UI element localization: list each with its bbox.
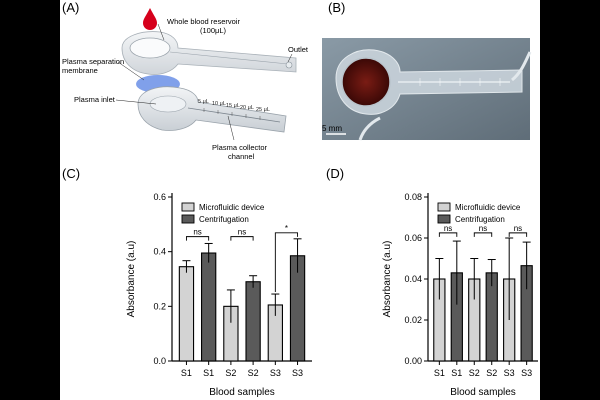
y-axis-title: Absorbance (a.u) xyxy=(382,241,393,318)
y-tick-label: 0.00 xyxy=(404,356,422,366)
x-axis-title: Blood samples xyxy=(450,387,516,398)
significance-bracket xyxy=(185,236,210,241)
bar xyxy=(178,266,195,362)
y-tick-label: 0.02 xyxy=(404,315,422,325)
y-tick-label: 0.06 xyxy=(404,233,422,243)
x-axis-title: Blood samples xyxy=(209,387,275,398)
volume-mark-10: 10 μL xyxy=(212,101,226,107)
y-tick-label: 0.2 xyxy=(153,301,166,311)
bar xyxy=(245,281,261,362)
volume-mark-20: 20 μL xyxy=(240,105,254,111)
legend-swatch xyxy=(181,214,195,224)
legend-label: Centrifugation xyxy=(199,215,249,224)
legend-label: Centrifugation xyxy=(455,215,505,224)
volume-mark-5: 5 μL xyxy=(198,99,209,105)
x-tick-label: S3 xyxy=(521,368,532,378)
x-tick-label: S1 xyxy=(181,368,192,378)
y-tick-label: 0.4 xyxy=(153,247,166,257)
x-tick-label: S2 xyxy=(225,368,236,378)
significance-label: ns xyxy=(238,228,246,237)
x-tick-label: S2 xyxy=(486,368,497,378)
legend-swatch xyxy=(437,202,451,212)
inlet-label: Plasma inlet xyxy=(74,95,116,104)
significance-label: ns xyxy=(514,224,522,233)
x-tick-label: S3 xyxy=(270,368,281,378)
volume-ticks xyxy=(203,108,261,120)
reservoir-label: Whole blood reservoir xyxy=(167,17,240,26)
panel-c-letter: (C) xyxy=(62,166,80,181)
panel-a-letter: (A) xyxy=(62,0,79,15)
photo-chip xyxy=(335,49,532,141)
blood-filled-reservoir xyxy=(341,57,391,107)
y-tick-label: 0.6 xyxy=(153,192,166,202)
outlet-label: Outlet xyxy=(288,45,309,54)
y-tick-label: 0.0 xyxy=(153,356,166,366)
x-tick-label: S3 xyxy=(504,368,515,378)
volume-mark-15: 15 μL xyxy=(226,103,240,109)
significance-bracket xyxy=(508,232,528,237)
x-tick-label: S1 xyxy=(434,368,445,378)
annotation-leaders xyxy=(115,23,293,141)
significance-label: ns xyxy=(193,228,201,237)
y-tick-label: 0.04 xyxy=(404,274,422,284)
panel-a: (A) 5 μL 10 μL 15 μL xyxy=(62,0,309,161)
significance-bracket xyxy=(438,232,458,237)
collector-label-line2: channel xyxy=(228,152,255,161)
membrane-label-line2: membrane xyxy=(62,66,98,75)
membrane-label-line1: Plasma separation xyxy=(62,57,124,66)
x-tick-label: S1 xyxy=(203,368,214,378)
significance-label: ns xyxy=(444,224,452,233)
bottom-layer-chip: 5 μL 10 μL 15 μL 20 μL 25 μL xyxy=(137,86,287,133)
significance-label: ns xyxy=(479,224,487,233)
legend-swatch xyxy=(181,202,195,212)
significance-bracket xyxy=(274,232,299,293)
reservoir-volume: (100μL) xyxy=(200,26,227,35)
x-tick-label: S2 xyxy=(248,368,259,378)
legend-label: Microfluidic device xyxy=(199,203,265,212)
x-tick-label: S2 xyxy=(469,368,480,378)
blood-drop-icon xyxy=(143,8,157,30)
panel-b: (B) 5 mm xyxy=(322,0,532,141)
significance-bracket xyxy=(473,232,493,237)
bar xyxy=(201,252,217,362)
top-layer-chip xyxy=(121,31,297,75)
panel-b-letter: (B) xyxy=(328,0,345,15)
scale-bar-label: 5 mm xyxy=(322,124,342,133)
y-tick-label: 0.08 xyxy=(404,192,422,202)
x-tick-label: S1 xyxy=(451,368,462,378)
volume-mark-25: 25 μL xyxy=(256,107,270,113)
legend-label: Microfluidic device xyxy=(455,203,521,212)
x-tick-label: S3 xyxy=(292,368,303,378)
collector-label-line1: Plasma collector xyxy=(212,143,268,152)
panel-d-letter: (D) xyxy=(326,166,344,181)
significance-bracket xyxy=(230,236,254,241)
figure-canvas: (A) 5 μL 10 μL 15 μL xyxy=(62,0,538,398)
y-axis-title: Absorbance (a.u) xyxy=(126,241,137,318)
figure: (A) 5 μL 10 μL 15 μL xyxy=(60,0,540,400)
significance-label: * xyxy=(285,224,288,233)
legend-swatch xyxy=(437,214,451,224)
